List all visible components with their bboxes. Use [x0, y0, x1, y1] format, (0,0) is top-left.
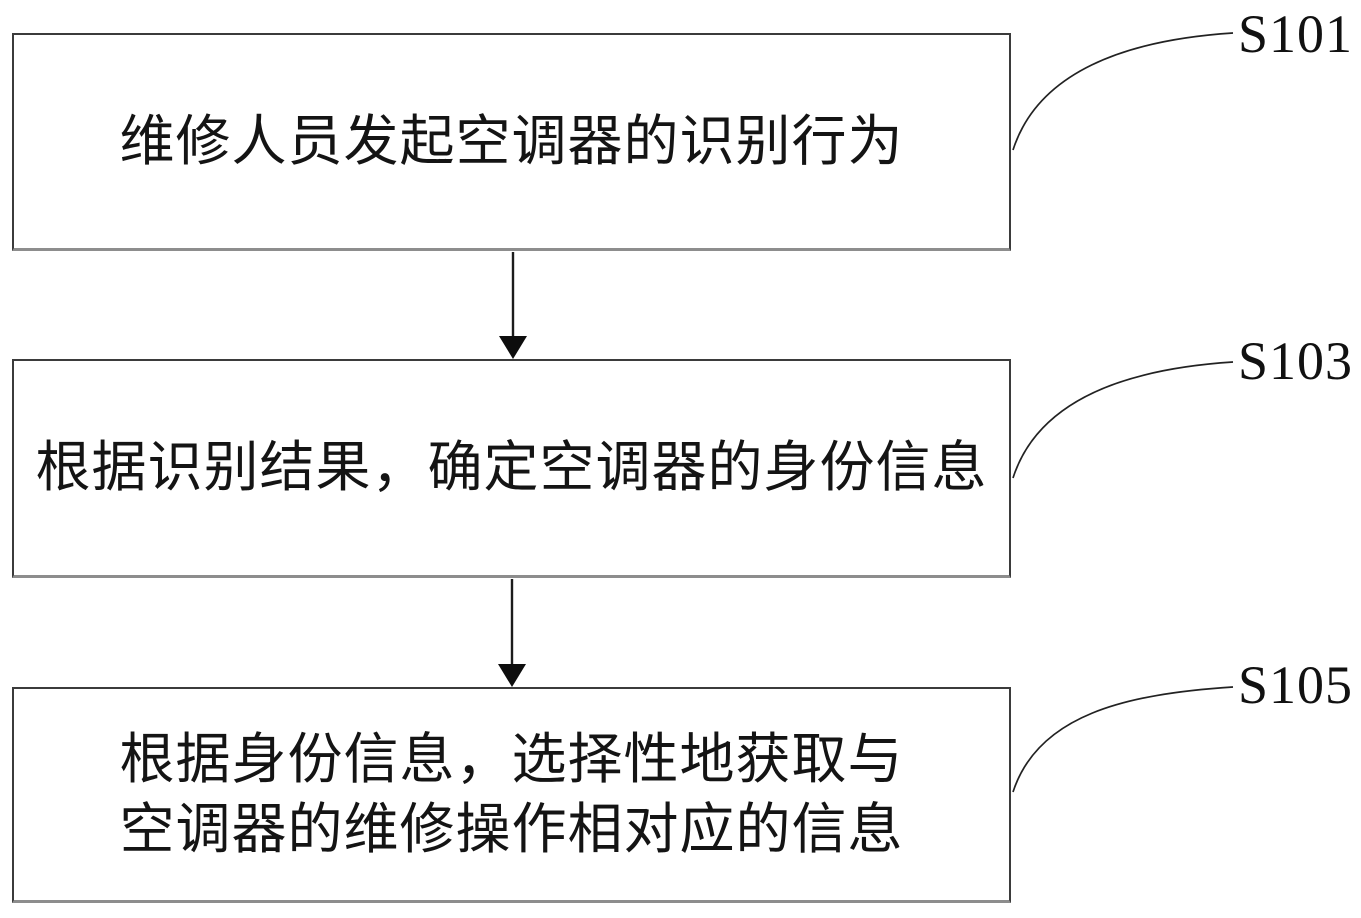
step-text-line: 根据识别结果，确定空调器的身份信息 — [35, 437, 988, 498]
leader-line-s103 — [1012, 361, 1234, 479]
arrow-down-icon — [499, 252, 527, 359]
arrow-down-icon — [498, 579, 526, 687]
step-box-s101: 维修人员发起空调器的识别行为 — [12, 33, 1011, 251]
step-box-s105: 根据身份信息，选择性地获取与 空调器的维修操作相对应的信息 — [12, 687, 1011, 903]
step-text-line: 维修人员发起空调器的识别行为 — [119, 110, 904, 172]
step-text-line: 空调器的维修操作相对应的信息 — [119, 798, 904, 860]
step-label-s103: S103 — [1238, 331, 1354, 391]
step-text-line: 根据身份信息，选择性地获取与 — [119, 728, 904, 790]
step-label-s105: S105 — [1238, 655, 1354, 715]
leader-line-s101 — [1012, 32, 1234, 151]
step-label-s101: S101 — [1238, 4, 1354, 64]
step-box-s103: 根据识别结果，确定空调器的身份信息 — [12, 359, 1011, 578]
leader-line-s105 — [1012, 686, 1234, 793]
